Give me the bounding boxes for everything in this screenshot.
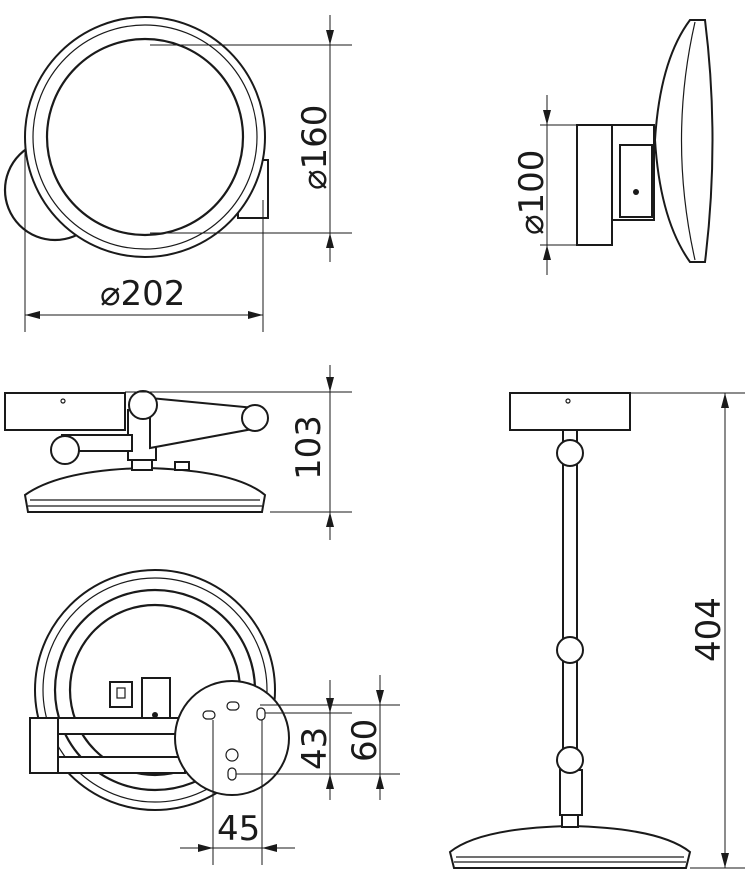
back-view: 43 60 45 [29,569,400,865]
dimension-mirror-diameter: ⌀160 [295,105,335,190]
dimension-base-diameter: ⌀100 [512,150,552,235]
dimension-max-extension: 404 [689,597,729,662]
extended-view: 404 [448,392,745,869]
top-view: 103 [4,365,352,540]
dimension-depth: 103 [289,415,329,480]
dimension-overall-diameter: ⌀202 [100,274,185,314]
dimension-hole-spacing-43: 43 [295,727,335,770]
side-view: ⌀100 [512,19,714,275]
front-view: ⌀160 ⌀202 [3,15,352,332]
dimension-hole-spacing-60: 60 [345,719,385,762]
dimension-hole-spacing-45: 45 [217,809,260,849]
